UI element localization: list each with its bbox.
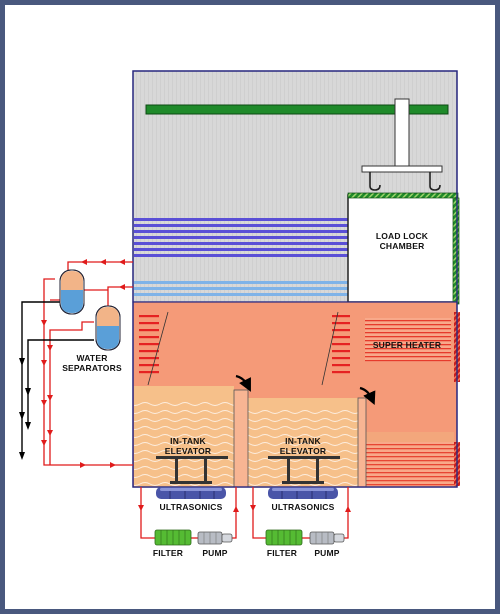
elevator-2 bbox=[268, 456, 340, 484]
load-lock-chamber bbox=[347, 194, 455, 303]
tank-2-liquid bbox=[248, 410, 358, 487]
middle-baffle bbox=[321, 311, 339, 386]
middle-heater-coil bbox=[332, 315, 350, 374]
load-lock-seal-side bbox=[452, 197, 460, 305]
hook-right bbox=[429, 172, 441, 191]
super-heater-label: SUPER HEATER bbox=[372, 340, 442, 350]
filter-2 bbox=[265, 529, 303, 546]
overflow-arrow-1 bbox=[235, 374, 251, 392]
condenser-coils bbox=[134, 218, 348, 296]
filter-1-label: FILTER bbox=[152, 548, 184, 558]
ultrasonics-2-label: ULTRASONICS bbox=[271, 502, 335, 512]
super-heater-coil bbox=[365, 318, 451, 362]
water-drain-lines bbox=[21, 301, 94, 455]
filtration-loop-2 bbox=[252, 487, 349, 539]
overflow-arrow-2 bbox=[359, 386, 376, 406]
transport-rail bbox=[145, 104, 449, 115]
left-baffle bbox=[147, 311, 169, 386]
separator-flow-arrows bbox=[41, 259, 125, 468]
water-separator-2 bbox=[95, 305, 121, 351]
hoist-crossbar bbox=[361, 165, 443, 173]
hoist-post bbox=[394, 98, 410, 168]
water-separators-label: WATER SEPARATORS bbox=[62, 353, 122, 373]
filter-1 bbox=[154, 529, 192, 546]
pump-2-label: PUMP bbox=[314, 548, 340, 558]
elevator-1 bbox=[156, 456, 228, 484]
pump-1 bbox=[197, 531, 233, 545]
ultrasonic-transducer-1 bbox=[156, 487, 226, 499]
pump-2 bbox=[309, 531, 345, 545]
filtration-loop-arrows bbox=[138, 505, 351, 512]
load-lock-seal-top bbox=[347, 192, 459, 199]
filtration-loop-1 bbox=[140, 487, 237, 539]
tank-1-liquid bbox=[134, 400, 234, 487]
hook-left bbox=[369, 172, 381, 191]
water-separator-1 bbox=[59, 269, 85, 315]
water-drain-arrows bbox=[19, 358, 31, 460]
left-heater-coil bbox=[139, 315, 159, 374]
pump-1-label: PUMP bbox=[202, 548, 228, 558]
ultrasonic-transducer-2 bbox=[268, 487, 338, 499]
filter-2-label: FILTER bbox=[266, 548, 298, 558]
tank-3-coil bbox=[366, 442, 454, 487]
weir-2 bbox=[357, 397, 367, 488]
in-tank-elevator-2-label: IN-TANK ELEVATOR bbox=[279, 436, 327, 456]
ultrasonics-1-label: ULTRASONICS bbox=[159, 502, 223, 512]
weir-1 bbox=[233, 389, 249, 488]
in-tank-elevator-1-label: IN-TANK ELEVATOR bbox=[164, 436, 212, 456]
load-lock-chamber-label: LOAD LOCK CHAMBER bbox=[375, 231, 429, 251]
